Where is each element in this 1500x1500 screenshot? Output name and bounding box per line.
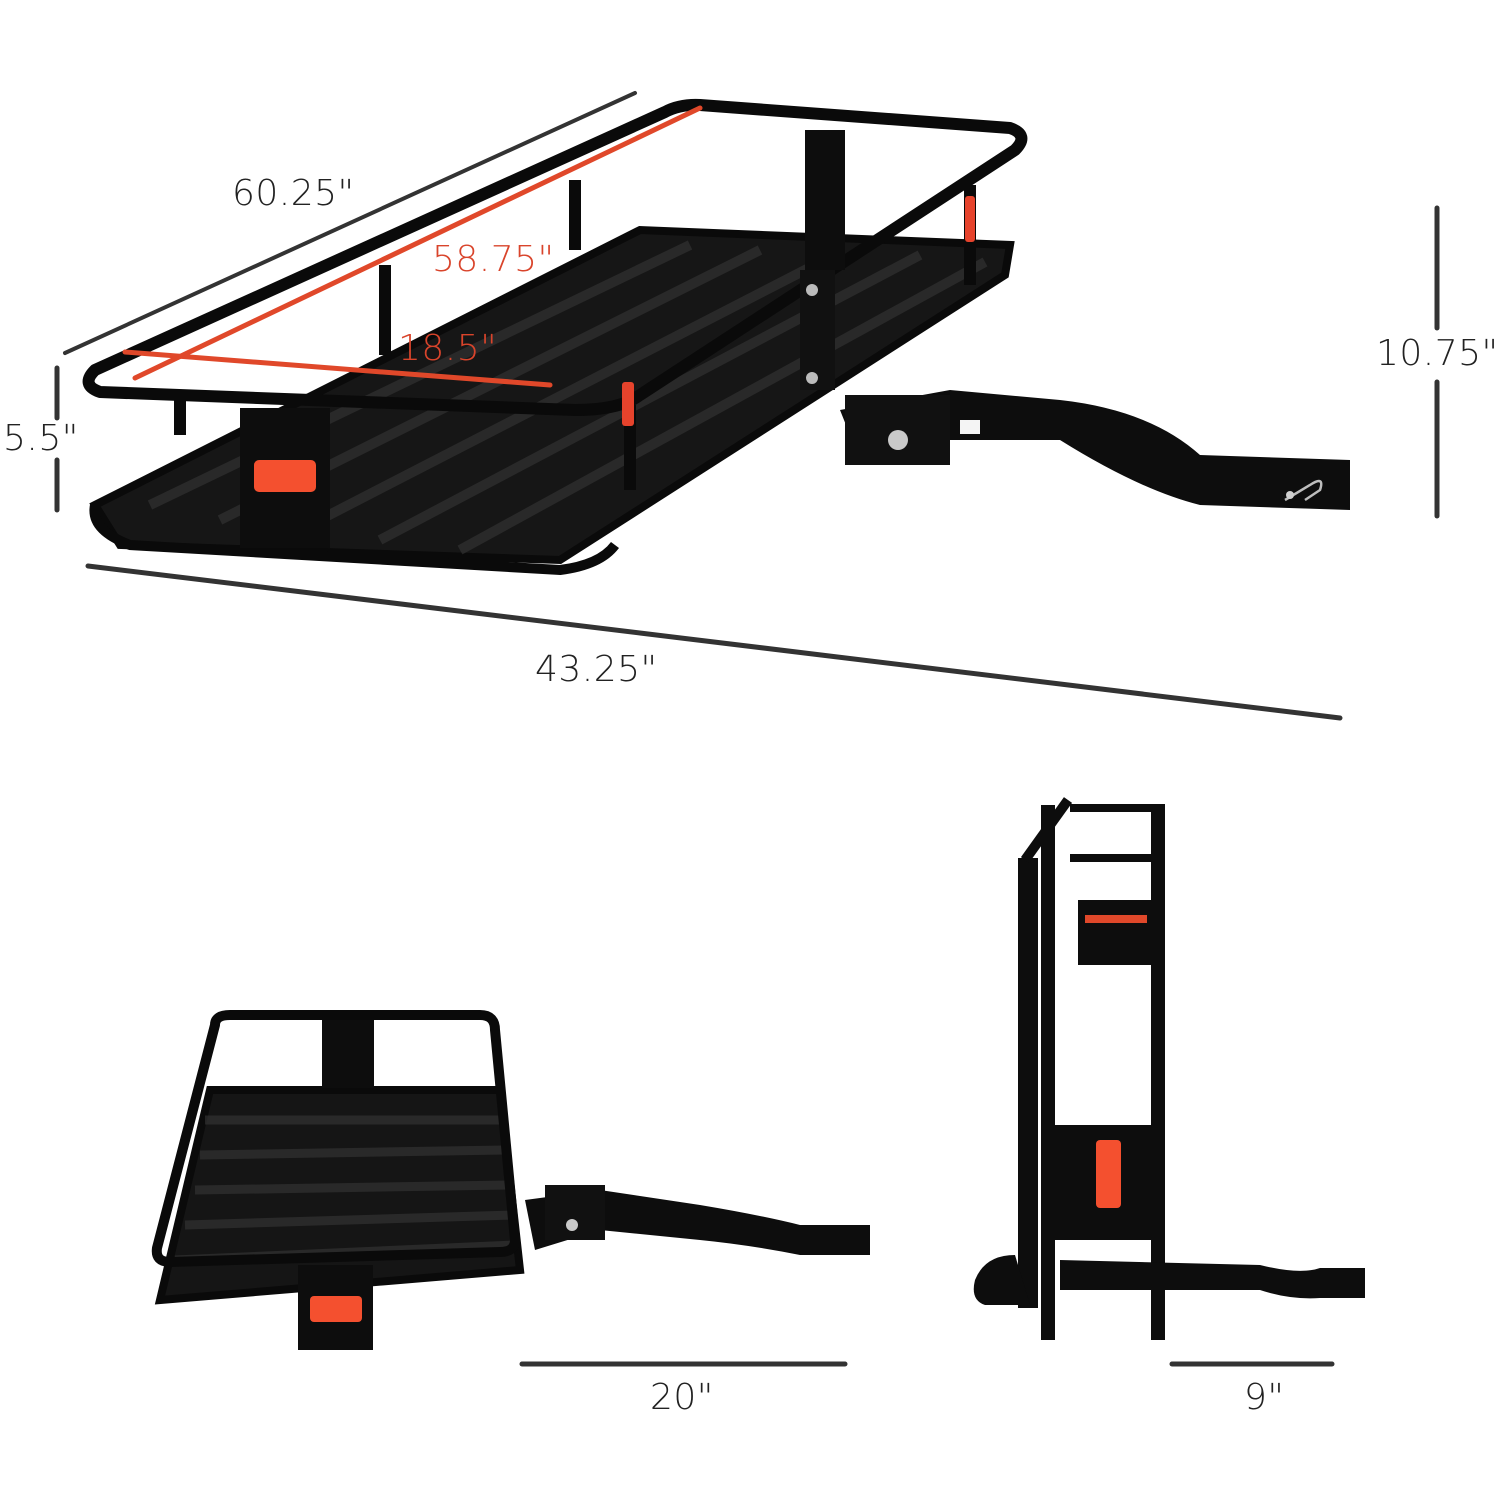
folded-side-view xyxy=(973,797,1365,1367)
lower-top-rail xyxy=(151,1010,520,1267)
inner-width-label: 18.5" xyxy=(398,328,498,369)
main-carrier-view xyxy=(54,91,1440,721)
lower-upright xyxy=(322,1020,374,1088)
folded-hitch-arm xyxy=(1060,1260,1365,1299)
inner-length-label: 58.75" xyxy=(432,239,555,280)
front-reflector xyxy=(254,460,316,492)
folded-back-frame xyxy=(1018,858,1038,1308)
total-depth-line xyxy=(85,563,1343,721)
lower-hitch-arm xyxy=(525,1190,870,1255)
total-height-label: 10.75" xyxy=(1376,333,1499,374)
folded-depth-label: 9" xyxy=(1244,1377,1285,1418)
brand-label xyxy=(960,420,980,434)
overall-length-label: 60.25" xyxy=(232,173,355,214)
hitch-collar xyxy=(845,395,950,465)
side-reflector-right xyxy=(965,196,975,242)
side-reflector-left xyxy=(622,382,634,426)
total-depth-label: 43.25" xyxy=(535,649,658,690)
side-height-label: 5.5" xyxy=(3,418,79,459)
center-upright xyxy=(805,130,845,270)
hitch-pin xyxy=(1284,479,1323,502)
overall-length-line xyxy=(63,91,637,355)
inner-length-line xyxy=(132,105,703,381)
inner-width-line xyxy=(122,349,553,388)
low-angle-carrier-view xyxy=(151,1010,870,1367)
hitch-bolt xyxy=(888,430,908,450)
folded-front-rail xyxy=(1041,805,1165,1340)
lower-front-reflector xyxy=(310,1296,362,1322)
folded-reflector xyxy=(1096,1140,1121,1208)
folded-mid-box xyxy=(1078,900,1156,965)
offset-label: 20" xyxy=(650,1377,714,1418)
folded-pivot xyxy=(973,1255,1030,1305)
